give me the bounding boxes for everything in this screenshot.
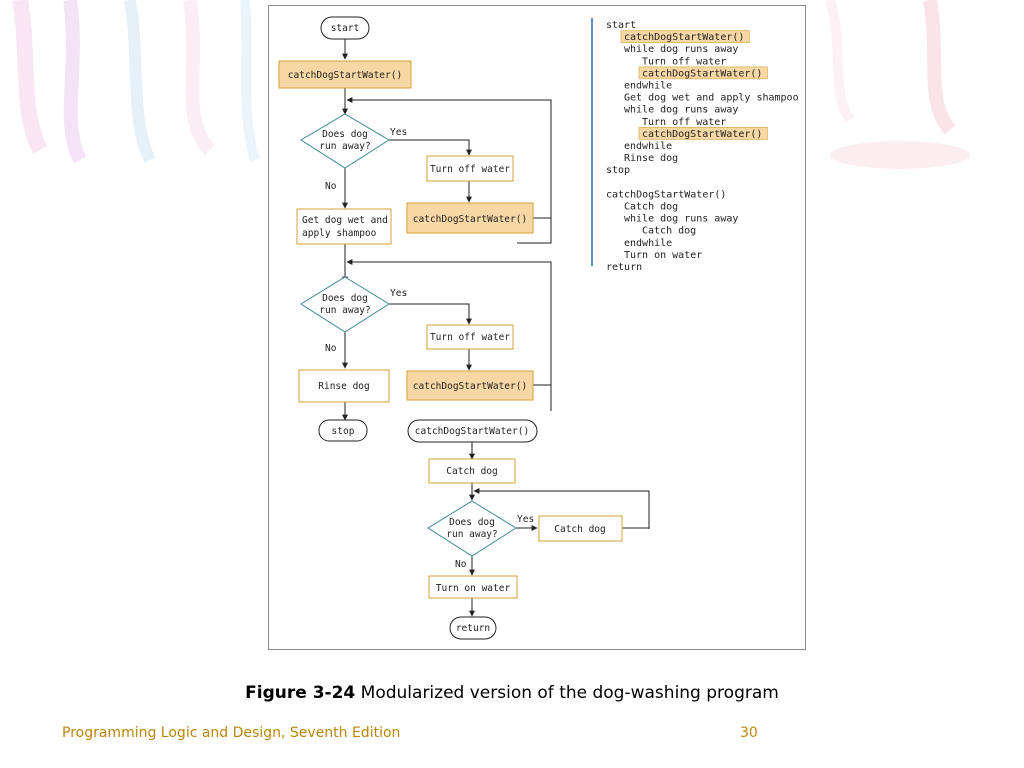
decision-dog-runs-away-1: Does dog run away? (300, 113, 390, 169)
figure-caption: Figure 3-24 Modularized version of the d… (0, 683, 1024, 703)
no-label-1: No (325, 181, 337, 192)
pseudocode-line: Catch dog (624, 202, 678, 213)
return-terminal: return (449, 616, 497, 640)
svg-text:catchDogStartWater(): catchDogStartWater() (288, 70, 402, 81)
pseudocode-line: catchDogStartWater() (624, 32, 744, 43)
decision-dog-runs-away-3: Does dog run away? (427, 500, 517, 557)
svg-text:return: return (456, 623, 490, 634)
pseudocode-line: Turn off water (642, 117, 726, 128)
module-connectors (469, 442, 650, 617)
svg-text:catchDogStartWater(): catchDogStartWater() (415, 426, 529, 437)
pseudocode-line: stop (606, 165, 630, 176)
svg-text:Turn off water: Turn off water (430, 164, 510, 175)
pseudocode-line: Rinse dog (624, 153, 678, 164)
pseudocode-line: catchDogStartWater() (606, 189, 726, 200)
pseudocode-line: catchDogStartWater() (642, 129, 762, 140)
svg-text:Does dog: Does dog (322, 293, 368, 304)
svg-text:run away?: run away? (319, 305, 370, 316)
no-label-3: No (455, 559, 467, 570)
svg-text:apply shampoo: apply shampoo (302, 228, 377, 239)
pseudocode-highlight (620, 30, 750, 43)
svg-text:start: start (331, 23, 360, 34)
figure-frame: start catchDogStartWater() Does dog run … (268, 5, 806, 650)
svg-text:Rinse dog: Rinse dog (318, 381, 369, 392)
start-terminal: start (320, 16, 370, 40)
call-catch-dog-start-water-1: catchDogStartWater() (278, 60, 412, 89)
svg-text:Turn on water: Turn on water (436, 583, 511, 594)
turn-on-water: Turn on water (428, 575, 518, 599)
call-catch-dog-start-water-2: catchDogStartWater() (406, 202, 534, 234)
caption-text: Modularized version of the dog-washing p… (355, 683, 779, 703)
pseudocode-line: endwhile (624, 238, 672, 249)
svg-text:Catch dog: Catch dog (446, 466, 497, 477)
stop-terminal: stop (318, 419, 368, 442)
no-label-2: No (325, 343, 337, 354)
pseudocode-line: endwhile (624, 141, 672, 152)
footer-title: Programming Logic and Design, Seventh Ed… (62, 725, 401, 741)
pseudocode-line: start (606, 20, 636, 31)
yes-label-1: Yes (390, 127, 407, 138)
pseudocode-line: Turn off water (642, 56, 726, 67)
svg-text:run away?: run away? (446, 529, 497, 540)
pseudocode-line: endwhile (624, 81, 672, 92)
svg-text:Does dog: Does dog (449, 517, 495, 528)
pseudocode-line: while dog runs away (624, 214, 738, 225)
svg-text:Does dog: Does dog (322, 129, 368, 140)
pseudocode-line: Get dog wet and apply shampoo (624, 93, 799, 104)
decision-dog-runs-away-2: Does dog run away? (300, 276, 390, 333)
pseudocode-line: return (606, 262, 642, 273)
catch-dog-1: Catch dog (428, 458, 516, 484)
flowchart-figure: start catchDogStartWater() Does dog run … (278, 16, 799, 640)
svg-text:catchDogStartWater(): catchDogStartWater() (413, 381, 527, 392)
pseudocode-line: Catch dog (642, 226, 696, 237)
pseudocode-line: while dog runs away (624, 44, 738, 55)
yes-label-2: Yes (390, 288, 407, 299)
pseudocode-line: catchDogStartWater() (642, 68, 762, 79)
pseudocode-highlight (638, 66, 768, 80)
yes-label-3: Yes (517, 514, 534, 525)
svg-text:Turn off water: Turn off water (430, 332, 510, 343)
page-number: 30 (740, 725, 758, 741)
svg-text:Get dog wet and: Get dog wet and (302, 215, 388, 226)
turn-off-water-2: Turn off water (426, 324, 514, 350)
pseudocode-line: while dog runs away (624, 105, 738, 116)
rinse-dog: Rinse dog (298, 369, 390, 403)
catch-dog-2: Catch dog (538, 515, 623, 542)
call-catch-dog-start-water-3: catchDogStartWater() (406, 370, 534, 401)
caption-label: Figure 3-24 (245, 683, 356, 703)
svg-text:stop: stop (332, 426, 355, 437)
main-connectors (342, 39, 552, 421)
turn-off-water-1: Turn off water (426, 155, 514, 182)
pseudocode-highlight (638, 127, 768, 140)
pseudocode-line: Turn on water (624, 250, 702, 261)
svg-text:Catch dog: Catch dog (554, 524, 605, 535)
svg-text:run away?: run away? (319, 141, 370, 152)
module-header-terminal: catchDogStartWater() (407, 419, 538, 443)
svg-text:catchDogStartWater(): catchDogStartWater() (413, 214, 527, 225)
get-dog-wet: Get dog wet and apply shampoo (296, 208, 392, 245)
